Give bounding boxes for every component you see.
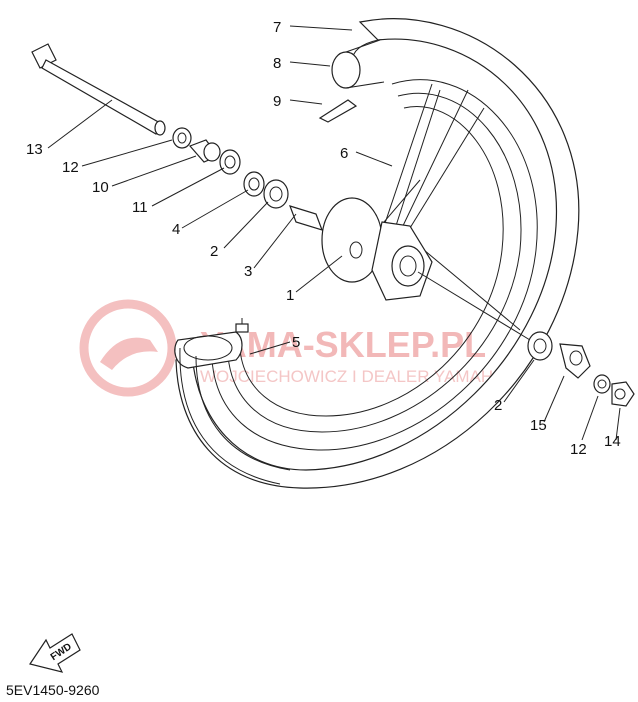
callout-4: 4 bbox=[172, 221, 180, 238]
fwd-arrow: FWD bbox=[29, 633, 81, 673]
callout-2-right: 2 bbox=[494, 397, 502, 414]
rim-flap bbox=[318, 99, 358, 123]
callout-14: 14 bbox=[604, 433, 621, 450]
rim-tape bbox=[174, 331, 291, 485]
callout-6: 6 bbox=[340, 145, 348, 162]
callout-10: 10 bbox=[92, 179, 109, 196]
callout-12-right: 12 bbox=[570, 441, 587, 458]
right-side-parts bbox=[417, 271, 635, 407]
axle bbox=[31, 43, 166, 136]
callout-8: 8 bbox=[273, 55, 281, 72]
callout-11: 11 bbox=[132, 199, 148, 216]
watermark-logo-mark bbox=[100, 337, 158, 370]
tube bbox=[331, 39, 385, 89]
callout-13: 13 bbox=[26, 141, 43, 158]
callout-7: 7 bbox=[273, 19, 281, 36]
axle-spacer-parts bbox=[172, 127, 323, 231]
callout-2-left: 2 bbox=[210, 243, 218, 260]
callout-1: 1 bbox=[286, 287, 294, 304]
watermark-logo bbox=[79, 299, 177, 397]
diagram-code: 5EV1450-9260 bbox=[6, 682, 100, 698]
rim bbox=[211, 79, 538, 451]
leader-lines bbox=[47, 25, 621, 441]
callout-9: 9 bbox=[273, 93, 281, 110]
callout-3: 3 bbox=[244, 263, 252, 280]
hub-and-disc bbox=[321, 197, 433, 301]
callout-15: 15 bbox=[530, 417, 547, 434]
watermark-line2: WOJCIECHOWICZ I DEALER YAMAHA bbox=[200, 367, 505, 386]
callout-labels: 7 8 9 13 6 12 10 11 4 2 3 1 5 2 15 12 14 bbox=[26, 19, 621, 458]
valve bbox=[235, 318, 249, 333]
callout-12-left: 12 bbox=[62, 159, 79, 176]
callout-5: 5 bbox=[292, 334, 300, 351]
watermark: YAMA-SKLEP.PL WOJCIECHOWICZ I DEALER YAM… bbox=[79, 299, 505, 397]
